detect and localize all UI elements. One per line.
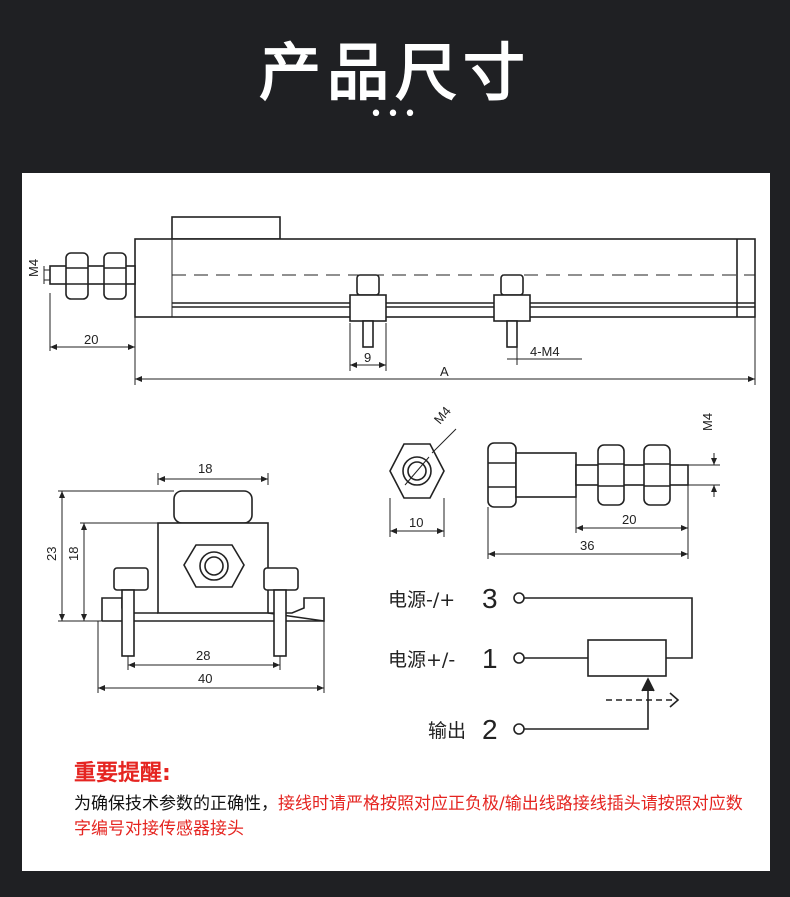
side-view — [44, 216, 756, 348]
page-title: 产品尺寸 — [258, 36, 531, 109]
dim-outer: 40 — [198, 671, 212, 686]
dim-slot: 9 — [364, 350, 371, 365]
dim-thread-len: 20 — [622, 512, 636, 527]
rod-view — [487, 442, 689, 508]
notice-text-red: 接线时请严格按照对应正负极/输出线路接线插头请按照对应数字编号对接传感器接头 — [74, 794, 743, 839]
dim-rod-total: 36 — [580, 538, 594, 553]
dim-thread-side: M4 — [26, 259, 41, 277]
dim-inner: 28 — [196, 648, 210, 663]
hex-view — [389, 428, 457, 499]
title-dots: ••• — [369, 102, 421, 127]
notice-title: 重要提醒: — [74, 761, 171, 786]
wire-label-3: 电源-/+ — [388, 589, 455, 611]
wiring-diagram — [513, 592, 693, 735]
drawing-panel: M4 20 9 4-M4 A 18 23 18 28 40 M4 10 M4 2… — [22, 173, 770, 871]
wire-label-2: 输出 — [428, 720, 466, 742]
dim-mount: 4-M4 — [530, 344, 560, 359]
dim-hex-thread: M4 — [431, 403, 454, 426]
dim-rod-thread: M4 — [700, 413, 715, 431]
technical-drawing: M4 20 9 4-M4 A 18 23 18 28 40 M4 10 M4 2… — [26, 216, 756, 745]
dim-rod-length: 20 — [84, 332, 98, 347]
dim-height-inner: 18 — [66, 547, 81, 561]
wire-label-1: 电源+/- — [388, 649, 455, 671]
wire-num-3: 3 — [482, 583, 498, 614]
dim-hex-width: 10 — [409, 515, 423, 530]
wire-num-1: 1 — [482, 643, 498, 674]
end-view — [101, 490, 325, 657]
notice-text-black: 为确保技术参数的正确性， — [74, 794, 278, 814]
wire-num-2: 2 — [482, 714, 498, 745]
dim-height-outer: 23 — [44, 547, 59, 561]
notice-text: 为确保技术参数的正确性，接线时请严格按照对应正负极/输出线路接线插头请按照对应数… — [74, 792, 754, 842]
dim-length-a: A — [440, 364, 449, 379]
dim-width-top: 18 — [198, 461, 212, 476]
